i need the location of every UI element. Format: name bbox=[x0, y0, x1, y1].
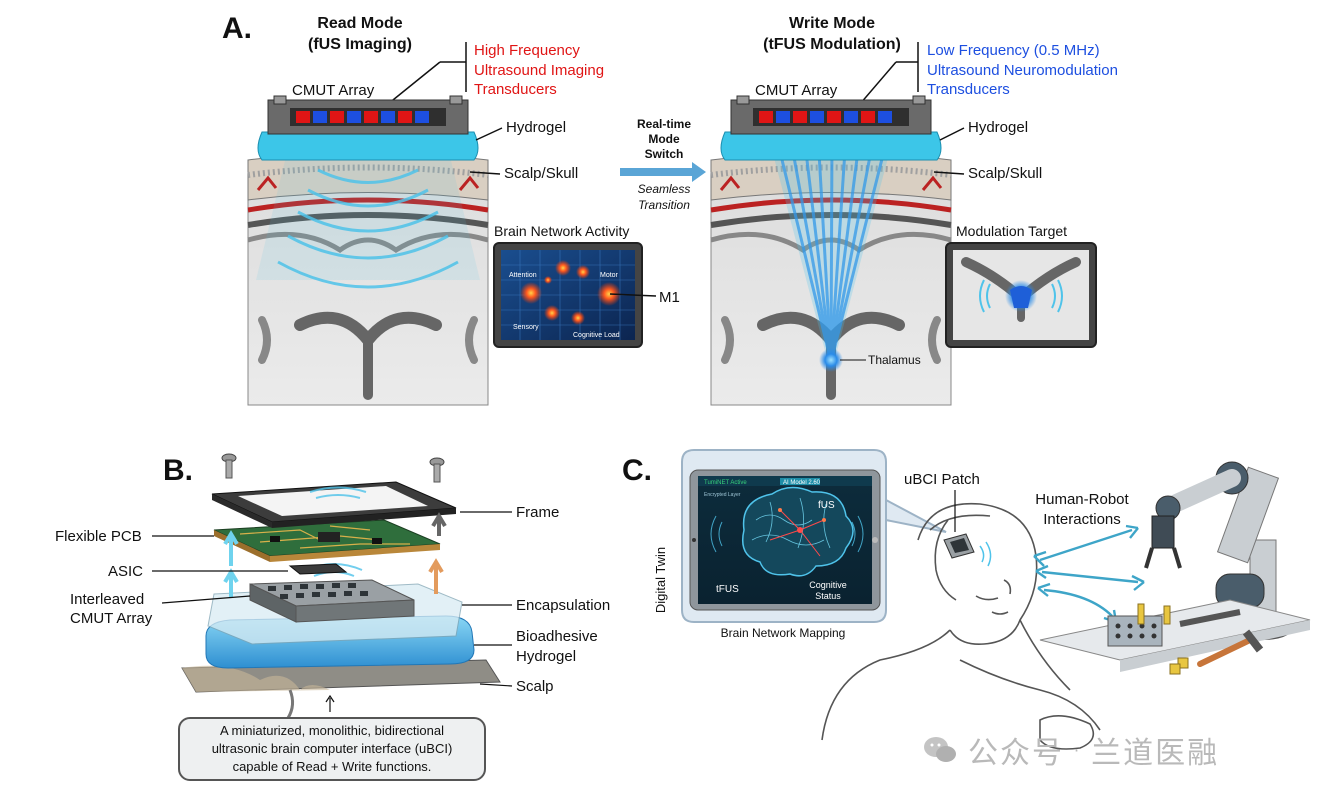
b-cmut-label-1: Interleaved bbox=[70, 591, 144, 608]
write-subtitle: (tFUS Modulation) bbox=[763, 36, 901, 53]
write-desc-2: Ultrasound Neuromodulation bbox=[927, 62, 1118, 79]
b-screw-right bbox=[429, 457, 445, 483]
switch-line1: Real-time bbox=[637, 117, 691, 131]
b-pcb-label: Flexible PCB bbox=[55, 528, 142, 545]
robot-table bbox=[1039, 599, 1311, 675]
read-inset-title: Brain Network Activity bbox=[494, 223, 629, 239]
modulation-target-inset bbox=[945, 242, 1097, 348]
read-title: Read Mode bbox=[317, 15, 402, 32]
b-asic-chip bbox=[288, 563, 348, 575]
tablet-model: AI Model 2.60 bbox=[783, 480, 821, 486]
thalamus-target-shape bbox=[1010, 286, 1032, 308]
mode-switch: Real-time Mode Switch Seamless Transitio… bbox=[620, 117, 706, 212]
b-caption-line3: capable of Read + Write functions. bbox=[232, 759, 432, 774]
b-caption-box: A miniaturized, monolithic, bidirectiona… bbox=[178, 717, 486, 781]
read-cmut-label: CMUT Array bbox=[292, 82, 375, 99]
b-cmut-label-2: CMUT Array bbox=[70, 610, 153, 627]
tablet-cog-2: Status bbox=[815, 591, 841, 601]
b-encap-label: Encapsulation bbox=[516, 597, 610, 614]
b-asic-label: ASIC bbox=[108, 563, 143, 580]
thalamus-focus bbox=[819, 348, 843, 372]
write-beams bbox=[774, 134, 890, 363]
wechat-icon bbox=[924, 737, 956, 762]
b-caption-line1: A miniaturized, monolithic, bidirectiona… bbox=[219, 723, 444, 738]
tablet-fus: fUS bbox=[818, 500, 835, 511]
write-cross-section bbox=[710, 134, 952, 406]
read-hydrogel-label: Hydrogel bbox=[506, 119, 566, 136]
panel-b: B. bbox=[55, 453, 610, 719]
hri-arrows bbox=[1033, 524, 1145, 624]
switch-arrow bbox=[620, 162, 706, 182]
write-cmut-label: CMUT Array bbox=[755, 82, 838, 99]
thalamus-label: Thalamus bbox=[868, 353, 921, 367]
b-caption-line2: ultrasonic brain computer interface (uBC… bbox=[211, 741, 453, 756]
read-desc-1: High Frequency bbox=[474, 42, 580, 59]
tablet-cog-1: Cognitive bbox=[809, 580, 847, 590]
read-hydrogel bbox=[257, 131, 479, 161]
b-frame-label: Frame bbox=[516, 504, 559, 521]
panel-c: C. Digital Twin TumiNET Active AI Model … bbox=[622, 449, 1311, 750]
tablet-encrypted: Encrypted Layer bbox=[704, 492, 741, 498]
panel-b-letter: B. bbox=[163, 454, 193, 487]
tablet-status: TumiNET Active bbox=[704, 480, 747, 486]
b-hydrogel-label-1: Bioadhesive bbox=[516, 628, 598, 645]
read-desc-pointer bbox=[387, 61, 441, 105]
b-frame bbox=[211, 481, 457, 528]
panel-c-letter: C. bbox=[622, 454, 652, 487]
write-device bbox=[720, 95, 942, 161]
b-cmut-array bbox=[249, 579, 415, 623]
write-scalp-label: Scalp/Skull bbox=[968, 165, 1042, 182]
b-hydrogel-label-2: Hydrogel bbox=[516, 648, 576, 665]
tablet-tfus: tFUS bbox=[716, 584, 739, 595]
read-desc-2: Ultrasound Imaging bbox=[474, 62, 604, 79]
m1-hotspot bbox=[597, 282, 621, 306]
ubci-patch bbox=[943, 533, 992, 567]
switch-sub2: Transition bbox=[638, 198, 690, 212]
inset-motor: Motor bbox=[600, 272, 619, 279]
m1-label: M1 bbox=[659, 289, 680, 306]
panel-a: A. Read Mode (fUS Imaging) High Frequenc… bbox=[222, 12, 1118, 406]
brain-network-inset: Attention Motor Sensory Cognitive Load bbox=[493, 242, 643, 348]
read-desc-3: Transducers bbox=[474, 81, 557, 98]
b-screw-left bbox=[221, 453, 237, 479]
panel-a-letter: A. bbox=[222, 12, 252, 45]
write-inset-title: Modulation Target bbox=[956, 223, 1067, 239]
watermark-dot: · bbox=[1074, 740, 1082, 760]
read-subtitle: (fUS Imaging) bbox=[308, 36, 412, 53]
switch-line3: Switch bbox=[645, 147, 684, 161]
hri-label-1: Human-Robot bbox=[1035, 491, 1129, 508]
write-title: Write Mode bbox=[789, 15, 875, 32]
write-desc-1: Low Frequency (0.5 MHz) bbox=[927, 42, 1100, 59]
mapping-label: Brain Network Mapping bbox=[721, 626, 846, 640]
read-transducers bbox=[296, 111, 429, 123]
write-hydrogel-label: Hydrogel bbox=[968, 119, 1028, 136]
inset-attention: Attention bbox=[509, 272, 537, 279]
tablet-digital-twin: TumiNET Active AI Model 2.60 Encrypted L… bbox=[681, 449, 947, 623]
write-desc-3: Transducers bbox=[927, 81, 1010, 98]
hri-label-2: Interactions bbox=[1043, 511, 1121, 528]
inset-sensory: Sensory bbox=[513, 324, 539, 331]
patch-label: uBCI Patch bbox=[904, 471, 980, 488]
watermark-right: 兰道医融 bbox=[1091, 736, 1220, 771]
watermark-left: 公众号 bbox=[968, 736, 1064, 771]
read-cross-section bbox=[247, 140, 489, 406]
b-flexible-pcb bbox=[213, 519, 441, 562]
switch-line2: Mode bbox=[648, 132, 680, 146]
inset-cognitive: Cognitive Load bbox=[573, 332, 620, 339]
b-assembly-arrows bbox=[223, 512, 447, 598]
watermark: 公众号 · 兰道医融 bbox=[922, 728, 1219, 772]
b-scalp-label: Scalp bbox=[516, 678, 554, 695]
switch-sub1: Seamless bbox=[638, 182, 691, 196]
digital-twin-label: Digital Twin bbox=[653, 547, 668, 613]
read-scalp-label: Scalp/Skull bbox=[504, 165, 578, 182]
read-device bbox=[257, 95, 479, 161]
